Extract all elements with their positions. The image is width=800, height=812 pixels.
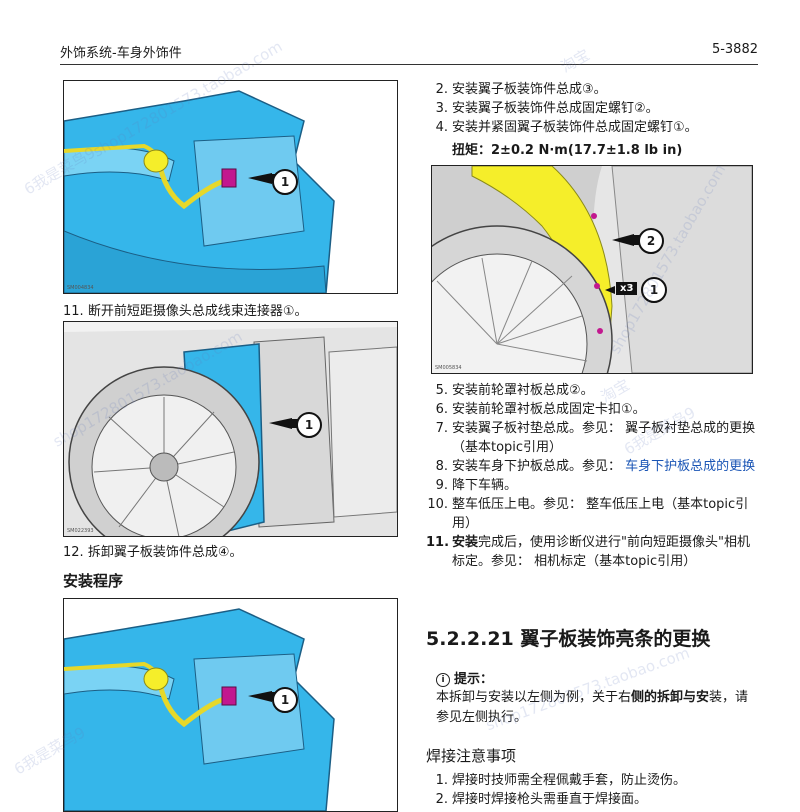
figure-fender-trim-drawing: [64, 322, 397, 536]
header-page-number: 5-3882: [711, 42, 758, 57]
link-underbody-shield[interactable]: 车身下护板总成的更换: [625, 459, 756, 474]
torque-spec: 扭矩：2±0.2 N·m(17.7±1.8 lb in): [452, 143, 683, 158]
install-steps-5-11: 5.安装前轮罩衬板总成②。 6.安装前轮罩衬板总成固定卡扣①。 7.安装翼子板衬…: [426, 381, 761, 571]
callout-1: 1: [272, 169, 298, 195]
step-item: 9.降下车辆。: [435, 478, 518, 493]
weld-steps: 1.焊接时技师需全程佩戴手套，防止烫伤。 2.焊接时焊接枪头需垂直于焊接面。: [426, 771, 761, 809]
step-item: 10.整车低压上电。参见： 整车低压上电（基本topic引用）: [427, 497, 749, 531]
step-item: 7.安装翼子板衬垫总成。参见： 翼子板衬垫总成的更换（基本topic引用）: [435, 421, 756, 455]
callout-1: 1: [641, 277, 667, 303]
caption-text: 断开前短距摄像头总成线束连接器①。: [87, 304, 308, 319]
step-item: 11.安装完成后，使用诊断仪进行"前向短距摄像头"相机标定。参见： 相机标定（基…: [426, 535, 750, 569]
step-item: 2.安装翼子板装饰件总成③。: [435, 82, 607, 97]
caption-step-11: 11. 断开前短距摄像头总成线束连接器①。: [63, 300, 307, 319]
figure-camera-connector-install: 1: [63, 598, 398, 812]
step-item: 4.安装并紧固翼子板装饰件总成固定螺钉①。: [435, 120, 698, 135]
figure-code: SM022393: [67, 528, 94, 534]
figure-code: SM005834: [435, 365, 462, 371]
weld-precautions-heading: 焊接注意事项: [426, 747, 517, 765]
step-item: 3.安装翼子板装饰件总成固定螺钉②。: [435, 101, 659, 116]
step-item: 5.安装前轮罩衬板总成②。: [435, 383, 594, 398]
figure-code: SM004834: [67, 285, 94, 291]
caption-num: 12.: [63, 545, 84, 560]
info-icon: i: [436, 672, 450, 687]
callout-2: 2: [638, 228, 664, 254]
page-header: 外饰系统-车身外饰件 5-3882: [60, 36, 758, 65]
step-item: 1.焊接时技师需全程佩戴手套，防止烫伤。: [435, 773, 687, 788]
figure-camera-connector: 1 SM004834: [63, 80, 398, 294]
caption-step-12: 12. 拆卸翼子板装饰件总成④。: [63, 541, 242, 560]
figure-camera-connector-drawing: [64, 81, 397, 293]
figure-fender-trim: 1 SM022393: [63, 321, 398, 537]
figure-fender-trim-screws-drawing: [432, 166, 752, 373]
install-steps-2-4: 2.安装翼子板装饰件总成③。 3.安装翼子板装饰件总成固定螺钉②。 4.安装并紧…: [426, 80, 766, 137]
caption-text: 拆卸翼子板装饰件总成④。: [87, 545, 243, 560]
callout-1: 1: [296, 412, 322, 438]
step-item: 6.安装前轮罩衬板总成固定卡扣①。: [435, 402, 646, 417]
caption-num: 11.: [63, 304, 84, 319]
callout-1: 1: [272, 687, 298, 713]
section-title: 5.2.2.21 翼子板装饰亮条的更换: [426, 628, 711, 650]
header-chapter-title: 外饰系统-车身外饰件: [60, 46, 182, 61]
quantity-badge: x3: [616, 282, 638, 295]
step-item: 8.安装车身下护板总成。参见： 车身下护板总成的更换: [435, 459, 756, 474]
tip-text: 本拆卸与安装以左侧为例，关于右侧的拆卸与安装，请参见左侧执行。: [436, 690, 749, 725]
install-procedure-heading: 安装程序: [63, 572, 124, 590]
figure-fender-trim-screws: 2 x3 1 SM005834: [431, 165, 753, 374]
figure-camera-connector-install-drawing: [64, 599, 397, 811]
